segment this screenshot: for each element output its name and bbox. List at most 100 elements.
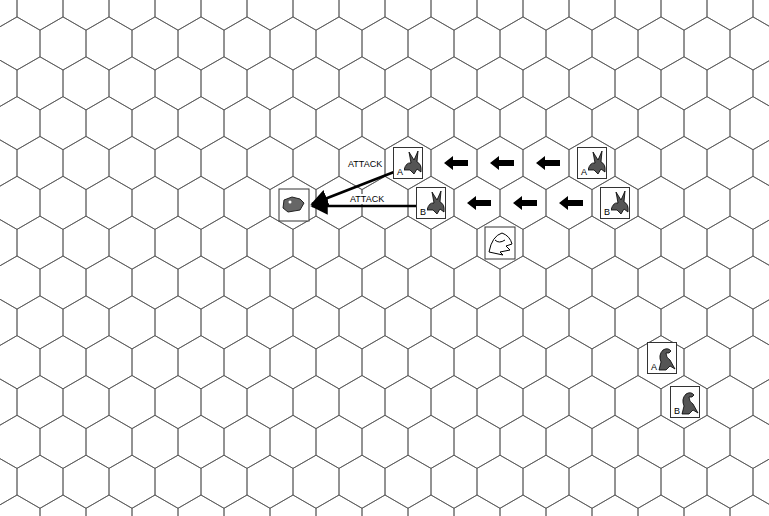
- attack-label: ATTACK: [349, 194, 385, 204]
- hex-cell: [615, 136, 661, 189]
- hex-cell: [17, 0, 63, 30]
- dragon-icon: [588, 151, 605, 174]
- hex-cell: [132, 176, 178, 229]
- hex-cell: [247, 216, 293, 269]
- dragon-icon: [611, 191, 628, 214]
- hex-cell: [707, 376, 753, 429]
- hex-cell: [132, 97, 178, 150]
- hex-cell: [615, 0, 661, 30]
- hex-cell: [17, 136, 63, 189]
- hex-cell: [40, 176, 86, 229]
- hex-cell: [132, 256, 178, 309]
- hex-cell: [201, 57, 247, 110]
- hex-cell: [63, 216, 109, 269]
- unit-counter: A: [577, 147, 607, 179]
- hex-cell: [431, 136, 477, 189]
- hex-cell: [454, 415, 500, 468]
- dino-icon: [682, 393, 698, 414]
- hex-cell: [753, 296, 769, 349]
- hex-cell: [132, 415, 178, 468]
- hex-cell: [316, 256, 362, 309]
- hex-cell: [316, 97, 362, 150]
- hex-cell: [86, 495, 132, 516]
- hex-cell: [431, 0, 477, 30]
- hex-cell: [132, 495, 178, 516]
- hex-cell: [17, 57, 63, 110]
- hex-cell: [40, 17, 86, 70]
- hex-cell: [224, 256, 270, 309]
- hex-cell: [638, 176, 684, 229]
- hex-cell: [270, 176, 316, 229]
- hex-cell: [109, 136, 155, 189]
- hex-cell: [707, 455, 753, 508]
- hex-cell: [178, 176, 224, 229]
- hex-cell: [316, 336, 362, 389]
- hex-cell: [661, 57, 707, 110]
- hex-cell: [500, 256, 546, 309]
- hex-cell: [592, 176, 638, 229]
- hex-cell: [454, 97, 500, 150]
- hex-cell: [385, 376, 431, 429]
- unit-counter: B: [670, 386, 700, 418]
- hex-cell: [431, 296, 477, 349]
- hex-cell: [155, 376, 201, 429]
- attack-label: ATTACK: [347, 159, 383, 169]
- hex-cell: [63, 136, 109, 189]
- hex-cell: [293, 296, 339, 349]
- hex-cell: [0, 415, 40, 468]
- hex-cell: [500, 97, 546, 150]
- hex-cell: [661, 296, 707, 349]
- hex-cell: [638, 97, 684, 150]
- hex-cell: [454, 176, 500, 229]
- hex-cell: [201, 376, 247, 429]
- unit-letter: B: [603, 208, 611, 217]
- hex-cell: [408, 176, 454, 229]
- hex-cell: [569, 0, 615, 30]
- hex-cell: [477, 57, 523, 110]
- hex-cell: [224, 97, 270, 150]
- hex-cell: [178, 495, 224, 516]
- hex-cell: [500, 415, 546, 468]
- hex-cell: [477, 455, 523, 508]
- target-counter: [279, 189, 309, 221]
- hex-cell: [500, 17, 546, 70]
- unit-counter: B: [600, 187, 630, 219]
- hex-cell: [293, 455, 339, 508]
- hex-cell: [86, 336, 132, 389]
- hex-cell: [523, 0, 569, 30]
- move-arrows: [444, 156, 583, 210]
- hex-cell: [431, 216, 477, 269]
- hex-cell: [569, 136, 615, 189]
- hex-cell: [224, 176, 270, 229]
- unit-letter: B: [419, 208, 427, 217]
- hex-cell: [730, 256, 769, 309]
- hex-cell: [546, 415, 592, 468]
- hex-cell: [431, 376, 477, 429]
- attack-line: [312, 172, 394, 204]
- hex-cell: [638, 336, 684, 389]
- ghost-counter: [485, 227, 515, 259]
- hex-cell: [270, 256, 316, 309]
- hex-cell: [408, 256, 454, 309]
- hex-cell: [201, 455, 247, 508]
- hex-cell: [684, 97, 730, 150]
- hex-cell: [339, 376, 385, 429]
- hex-cell: [224, 415, 270, 468]
- hex-cell: [523, 376, 569, 429]
- hex-cell: [569, 216, 615, 269]
- hex-cell: [592, 17, 638, 70]
- hex-cell: [63, 57, 109, 110]
- hex-cell: [0, 97, 40, 150]
- hex-cell: [707, 0, 753, 30]
- hex-cell: [385, 0, 431, 30]
- dino-icon: [659, 349, 675, 370]
- hex-cell: [339, 57, 385, 110]
- hex-cell: [201, 216, 247, 269]
- hex-cell: [362, 415, 408, 468]
- hex-cell: [707, 136, 753, 189]
- hex-cell: [293, 136, 339, 189]
- hex-cell: [270, 97, 316, 150]
- hex-cell: [753, 57, 769, 110]
- counter-frame: [485, 227, 515, 259]
